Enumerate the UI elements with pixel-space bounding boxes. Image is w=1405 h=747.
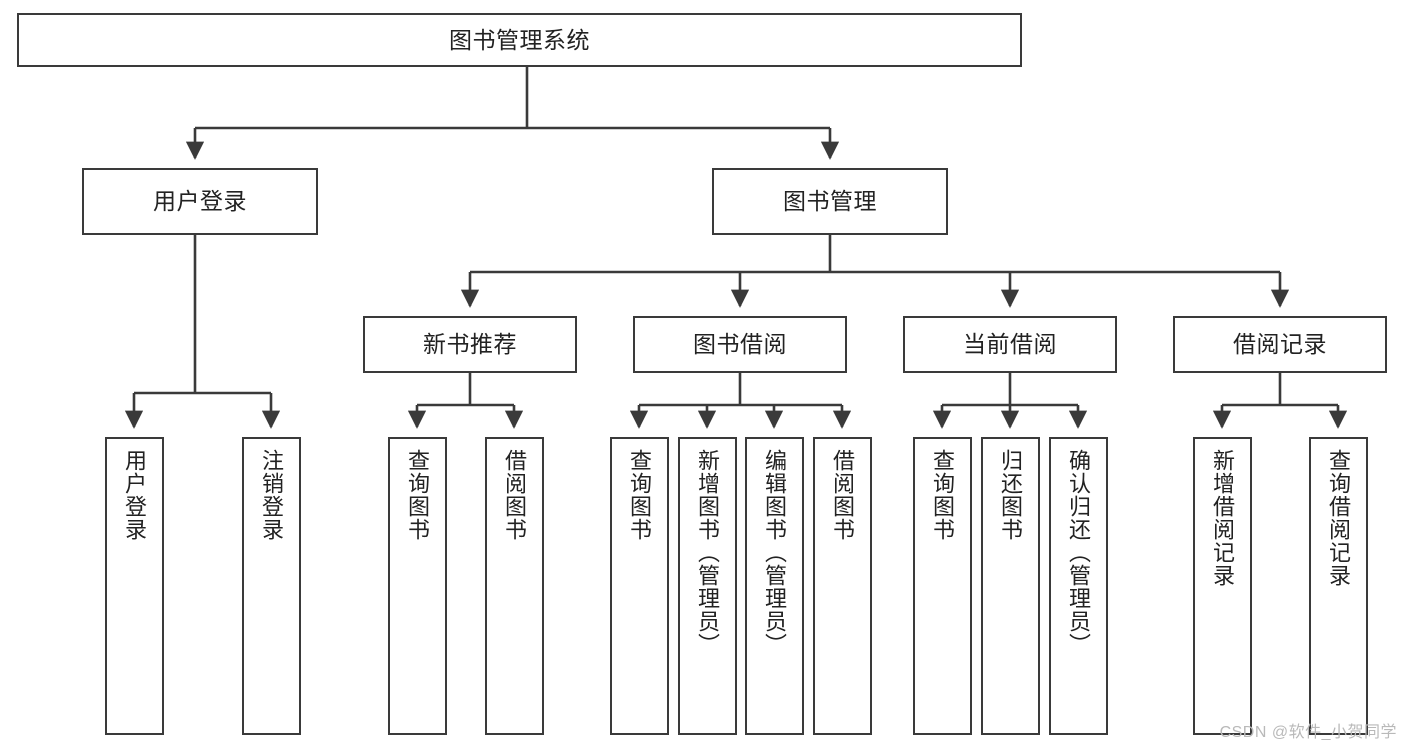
leaf-book-borrow-edit[interactable]: 编辑图书（管理员） xyxy=(745,437,804,735)
leaf-user-login-login-label: 用户登录 xyxy=(122,449,148,541)
leaf-current-borrow-confirm-label: 确认归还（管理员） xyxy=(1066,449,1092,656)
leaf-new-book-query-label: 查询图书 xyxy=(405,449,431,541)
node-user-login[interactable]: 用户登录 xyxy=(82,168,318,235)
node-new-book-recommend[interactable]: 新书推荐 xyxy=(363,316,577,373)
node-user-login-label: 用户登录 xyxy=(153,188,247,215)
leaf-borrow-record-add-label: 新增借阅记录 xyxy=(1210,449,1236,587)
leaf-borrow-record-add[interactable]: 新增借阅记录 xyxy=(1193,437,1252,735)
leaf-current-borrow-confirm[interactable]: 确认归还（管理员） xyxy=(1049,437,1108,735)
leaf-book-borrow-query-label: 查询图书 xyxy=(627,449,653,541)
node-root[interactable]: 图书管理系统 xyxy=(17,13,1022,67)
node-book-borrow[interactable]: 图书借阅 xyxy=(633,316,847,373)
leaf-user-login-logout-label: 注销登录 xyxy=(259,449,285,541)
leaf-book-borrow-query[interactable]: 查询图书 xyxy=(610,437,669,735)
leaf-book-borrow-add-label: 新增图书（管理员） xyxy=(695,449,721,656)
node-current-borrow-label: 当前借阅 xyxy=(963,331,1057,358)
leaf-book-borrow-borrow-label: 借阅图书 xyxy=(830,449,856,541)
node-borrow-record-label: 借阅记录 xyxy=(1233,331,1327,358)
leaf-borrow-record-query-label: 查询借阅记录 xyxy=(1326,449,1352,587)
leaf-user-login-login[interactable]: 用户登录 xyxy=(105,437,164,735)
node-new-book-recommend-label: 新书推荐 xyxy=(423,331,517,358)
leaf-new-book-borrow[interactable]: 借阅图书 xyxy=(485,437,544,735)
leaf-book-borrow-edit-label: 编辑图书（管理员） xyxy=(762,449,788,656)
node-current-borrow[interactable]: 当前借阅 xyxy=(903,316,1117,373)
leaf-user-login-logout[interactable]: 注销登录 xyxy=(242,437,301,735)
leaf-borrow-record-query[interactable]: 查询借阅记录 xyxy=(1309,437,1368,735)
node-borrow-record[interactable]: 借阅记录 xyxy=(1173,316,1387,373)
leaf-book-borrow-borrow[interactable]: 借阅图书 xyxy=(813,437,872,735)
node-book-borrow-label: 图书借阅 xyxy=(693,331,787,358)
leaf-new-book-borrow-label: 借阅图书 xyxy=(502,449,528,541)
leaf-current-borrow-query-label: 查询图书 xyxy=(930,449,956,541)
node-book-manage-label: 图书管理 xyxy=(783,188,877,215)
leaf-current-borrow-return[interactable]: 归还图书 xyxy=(981,437,1040,735)
leaf-current-borrow-return-label: 归还图书 xyxy=(998,449,1024,541)
leaf-current-borrow-query[interactable]: 查询图书 xyxy=(913,437,972,735)
leaf-new-book-query[interactable]: 查询图书 xyxy=(388,437,447,735)
node-book-manage[interactable]: 图书管理 xyxy=(712,168,948,235)
node-root-label: 图书管理系统 xyxy=(449,26,590,53)
leaf-book-borrow-add[interactable]: 新增图书（管理员） xyxy=(678,437,737,735)
